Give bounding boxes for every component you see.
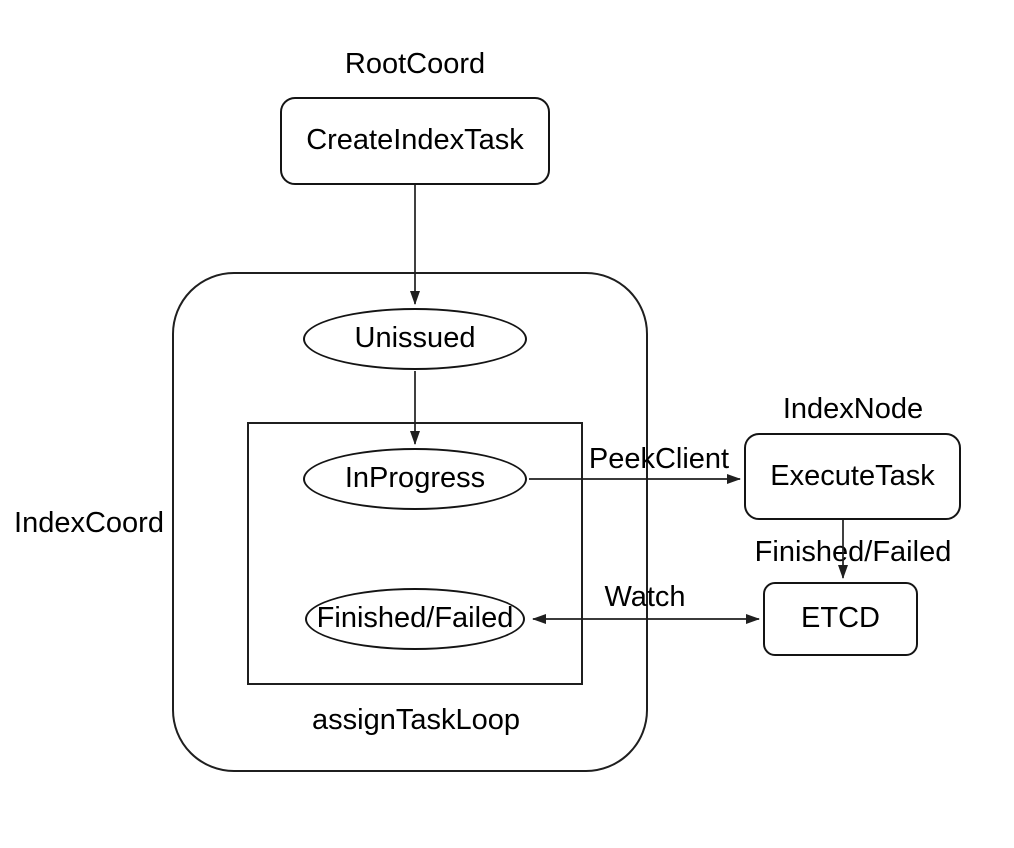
node-etcd-label: ETCD	[801, 602, 880, 635]
node-create-index-task-label: CreateIndexTask	[306, 124, 524, 157]
state-in-progress-label: InProgress	[344, 462, 486, 495]
indexcoord-group-container	[172, 272, 648, 772]
state-unissued-label: Unissued	[354, 322, 476, 355]
assigntaskloop-label: assignTaskLoop	[312, 704, 520, 736]
state-unissued: Unissued	[303, 308, 527, 370]
state-finished-failed: Finished/Failed	[305, 588, 525, 650]
node-create-index-task: CreateIndexTask	[280, 97, 550, 185]
indexnode-label: IndexNode	[782, 393, 924, 425]
node-etcd: ETCD	[763, 582, 918, 656]
edge-label-watch: Watch	[604, 581, 686, 613]
node-execute-task-label: ExecuteTask	[770, 459, 935, 492]
rootcoord-label: RootCoord	[344, 48, 486, 80]
state-finished-failed-label: Finished/Failed	[316, 602, 514, 635]
edge-label-peekclient: PeekClient	[588, 443, 730, 475]
state-in-progress: InProgress	[303, 448, 527, 510]
edge-label-finished-failed: Finished/Failed	[754, 536, 952, 568]
node-execute-task: ExecuteTask	[744, 433, 961, 520]
indexcoord-label: IndexCoord	[14, 507, 164, 539]
